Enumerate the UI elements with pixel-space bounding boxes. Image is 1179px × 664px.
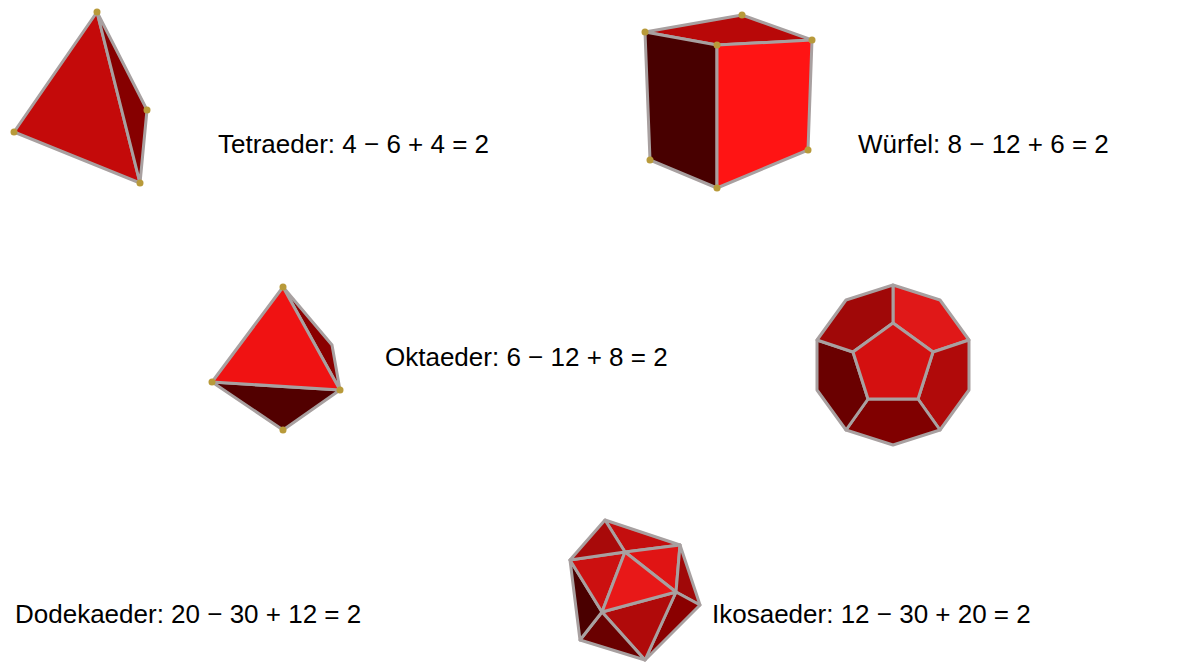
formula-label: Tetraeder: 4 − 6 + 4 = 2 [218, 129, 489, 160]
cube-face [717, 40, 812, 188]
vertex-dot [714, 185, 721, 192]
vertex-dot [809, 37, 816, 44]
formula-label: Ikosaeder: 12 − 30 + 20 = 2 [712, 599, 1031, 630]
vertex-dot [739, 12, 746, 19]
formula-label: Oktaeder: 6 − 12 + 8 = 2 [385, 342, 668, 373]
icosa-face [570, 520, 625, 560]
tetra-face [97, 12, 147, 183]
icosa-face [602, 552, 676, 612]
cube [642, 12, 816, 192]
vertex-dot [11, 129, 18, 136]
vertex-dot [94, 9, 101, 16]
vertex-dot [642, 29, 649, 36]
formula-label: Dodekaeder: 20 − 30 + 12 = 2 [15, 599, 361, 630]
tetrahedron [11, 9, 151, 187]
vertex-dot [647, 157, 654, 164]
dodecahedron [817, 285, 969, 445]
vertex-dot [280, 427, 287, 434]
octahedron [209, 284, 344, 434]
icosahedron [570, 520, 700, 660]
vertex-dot [137, 180, 144, 187]
cube-face [645, 32, 717, 188]
vertex-dot [144, 107, 151, 114]
vertex-dot [209, 379, 216, 386]
dodeca-face [853, 323, 933, 399]
formula-label: Würfel: 8 − 12 + 6 = 2 [858, 129, 1109, 160]
vertex-dot [337, 387, 344, 394]
vertex-dot [280, 284, 287, 291]
vertex-dot [714, 42, 721, 49]
octa-face [212, 287, 340, 390]
vertex-dot [805, 147, 812, 154]
